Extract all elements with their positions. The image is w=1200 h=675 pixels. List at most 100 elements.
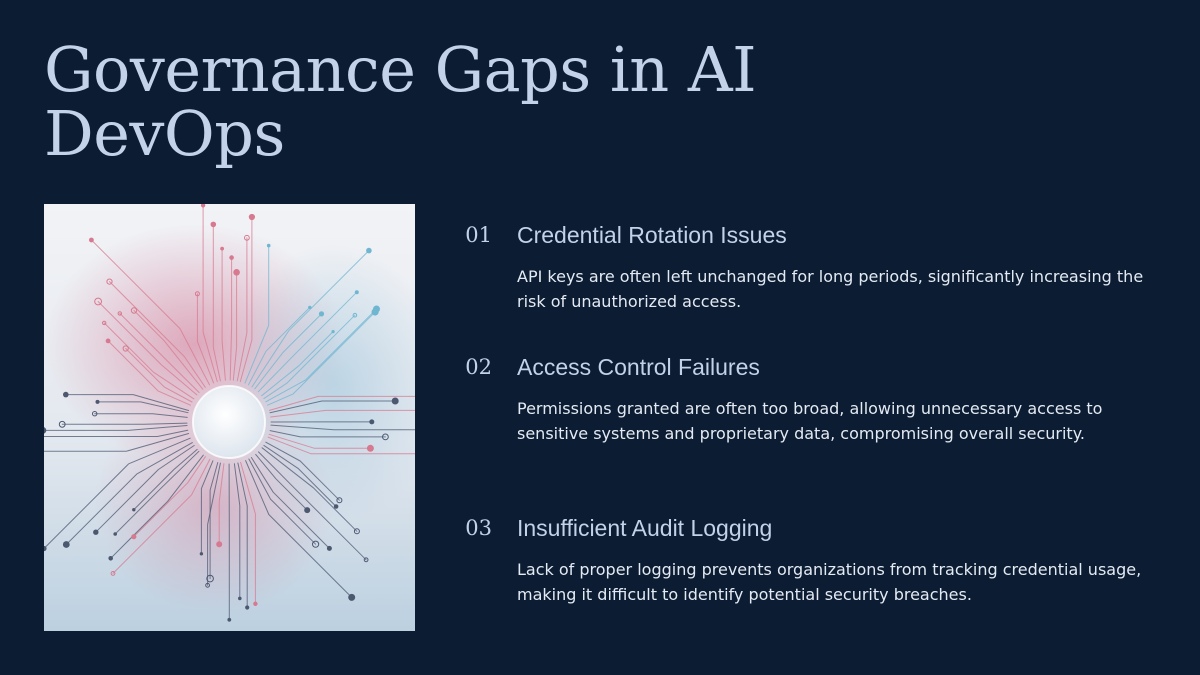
circuit-trace — [212, 223, 221, 382]
circuit-node — [382, 433, 389, 441]
circuit-trace — [133, 310, 204, 390]
circuit-trace — [267, 436, 415, 455]
circuit-trace — [218, 463, 225, 545]
circuit-node — [391, 397, 399, 405]
circuit-trace — [244, 245, 270, 384]
circuit-trace — [114, 450, 200, 535]
circuit-trace — [254, 313, 322, 390]
circuit-trace — [269, 430, 386, 438]
circuit-node — [205, 582, 211, 588]
circuit-node — [200, 204, 206, 208]
circuit-node — [326, 545, 332, 551]
circuit-trace — [257, 291, 358, 393]
circuit-trace — [270, 424, 415, 431]
circuit-trace — [112, 458, 211, 574]
circuit-node — [110, 571, 116, 576]
circuit-trace — [125, 348, 193, 403]
circuit-node — [130, 307, 138, 314]
circuit-trace — [261, 447, 358, 532]
circuit-node — [44, 545, 47, 552]
circuit-trace — [119, 312, 200, 393]
circuit-node — [108, 556, 113, 561]
circuit-trace — [268, 395, 415, 411]
circuit-node — [366, 247, 372, 254]
item-title: Access Control Failures — [517, 354, 760, 380]
circuit-node — [253, 601, 258, 606]
circuit-node — [106, 278, 113, 285]
circuit-trace — [251, 250, 370, 388]
circuit-node — [352, 312, 358, 318]
circuit-trace — [267, 311, 376, 406]
circuit-node — [62, 541, 70, 548]
circuit-node — [308, 305, 312, 310]
circuit-trace — [255, 453, 308, 511]
circuit-node — [93, 529, 99, 535]
item-number: 01 — [465, 223, 492, 247]
circuit-trace — [263, 314, 356, 400]
circuit-node — [238, 596, 242, 601]
circuit-trace — [44, 433, 190, 452]
circuit-node — [210, 221, 217, 228]
circuit-trace — [245, 460, 353, 598]
circuit-trace — [133, 456, 206, 538]
circuit-node — [369, 419, 375, 425]
circuit-trace — [221, 248, 226, 381]
circuit-node — [336, 497, 343, 504]
item-description: API keys are often left unchanged for lo… — [517, 267, 1144, 311]
circuit-trace — [263, 444, 337, 507]
circuit-trace — [44, 425, 188, 431]
circuit-trace — [248, 306, 311, 386]
circuit-trace — [94, 413, 188, 418]
item-description: Permissions granted are often too broad,… — [517, 399, 1103, 443]
circuit-node — [333, 504, 339, 509]
circuit-trace — [265, 441, 340, 501]
circuit-trace — [109, 281, 206, 388]
circuit-node — [89, 237, 94, 243]
item-title: Insufficient Audit Logging — [517, 515, 773, 541]
circuit-trace — [110, 454, 204, 559]
circuit-trace — [97, 301, 198, 396]
circuit-trace — [95, 445, 195, 533]
circuit-trace — [237, 462, 248, 608]
circuit-node — [105, 338, 111, 344]
circuit-node — [233, 269, 240, 276]
circuit-network-icon — [44, 204, 415, 631]
item-number: 03 — [465, 516, 492, 540]
circuit-trace — [270, 409, 415, 418]
slide-title: Governance Gaps in AI DevOps — [44, 33, 757, 170]
circuit-trace — [90, 239, 210, 386]
circuit-node — [122, 345, 129, 352]
circuit-illustration — [44, 204, 415, 631]
circuit-trace — [229, 257, 233, 381]
circuit-node — [348, 593, 356, 601]
item-number: 02 — [465, 355, 492, 379]
circuit-node — [94, 297, 102, 306]
circuit-trace — [236, 237, 248, 382]
circuit-trace — [232, 271, 238, 381]
circuit-trace — [133, 448, 198, 511]
circuit-trace — [44, 429, 189, 437]
circuit-trace — [269, 400, 396, 414]
circuit-node — [366, 444, 374, 452]
circuit-trace — [103, 322, 195, 400]
circuit-node — [220, 246, 225, 251]
circuit-node — [318, 311, 325, 317]
circuit-trace — [200, 460, 214, 555]
circuit-trace — [107, 340, 191, 406]
circuit-trace — [196, 293, 215, 384]
circuit-node — [58, 420, 66, 428]
circuit-trace — [265, 308, 377, 403]
circuit-node — [206, 574, 214, 583]
circuit-trace — [240, 461, 256, 605]
circuit-trace — [207, 462, 221, 586]
circuit-node — [244, 234, 250, 241]
circuit-node — [216, 541, 223, 548]
circuit-node — [44, 427, 47, 434]
circuit-node — [331, 330, 335, 334]
circuit-node — [117, 311, 123, 316]
circuit-trace — [239, 216, 253, 383]
circuit-node — [131, 534, 137, 540]
circuit-trace — [97, 401, 189, 414]
circuit-node — [199, 552, 204, 556]
circuit-trace — [258, 451, 367, 561]
